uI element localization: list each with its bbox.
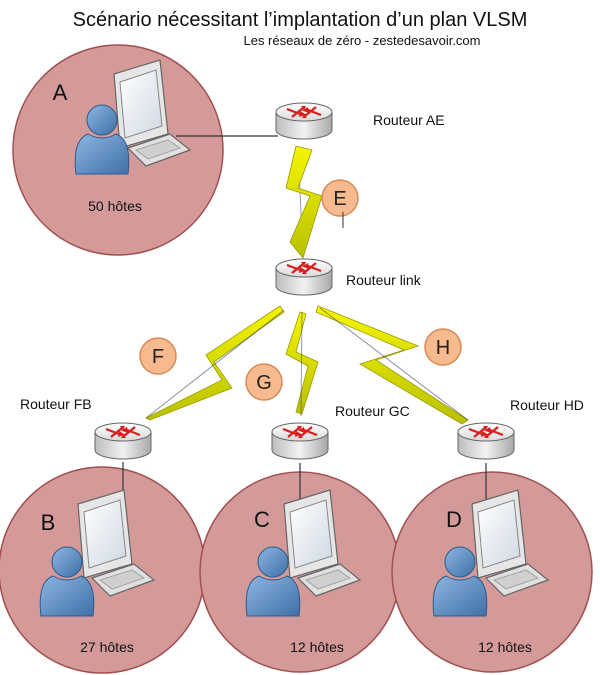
network-d-hosts: 12 hôtes (478, 639, 532, 655)
link-badge-g: G (245, 363, 283, 401)
router-link-icon[interactable] (274, 257, 334, 297)
lightning-link-e (285, 145, 323, 259)
lightning-link-icon (285, 145, 323, 259)
svg-text:G: G (256, 372, 272, 394)
network-a-hosts: 50 hôtes (88, 198, 142, 214)
router-gc-icon[interactable] (270, 421, 330, 461)
svg-text:E: E (333, 188, 346, 210)
lightning-link-h (315, 305, 469, 425)
lightning-link-g (285, 311, 319, 417)
link-badge-f: F (139, 337, 177, 375)
network-c-hosts: 12 hôtes (290, 639, 344, 655)
router-hd-icon[interactable] (456, 421, 516, 461)
network-b-letter: B (41, 510, 56, 535)
page-subtitle: Les réseaux de zéro - zestedesavoir.com (243, 33, 480, 48)
router-gc-label: Routeur GC (335, 403, 410, 419)
network-b-hosts: 27 hôtes (80, 639, 134, 655)
link-badge-e: E (321, 179, 359, 228)
router-ae-icon[interactable] (274, 101, 334, 141)
svg-text:F: F (152, 346, 164, 368)
link-badge-h: H (424, 328, 462, 366)
router-fb-label: Routeur FB (20, 396, 92, 412)
network-a-letter: A (53, 80, 68, 105)
router-link-label: Routeur link (346, 272, 422, 288)
svg-text:H: H (436, 337, 450, 359)
network-d-letter: D (446, 507, 462, 532)
page-title: Scénario nécessitant l’implantation d’un… (73, 9, 528, 31)
lightning-link-f (145, 305, 285, 421)
router-hd-label: Routeur HD (510, 397, 584, 413)
router-ae-label: Routeur AE (373, 112, 445, 128)
network-c-letter: C (254, 507, 270, 532)
router-fb-icon[interactable] (93, 421, 153, 461)
